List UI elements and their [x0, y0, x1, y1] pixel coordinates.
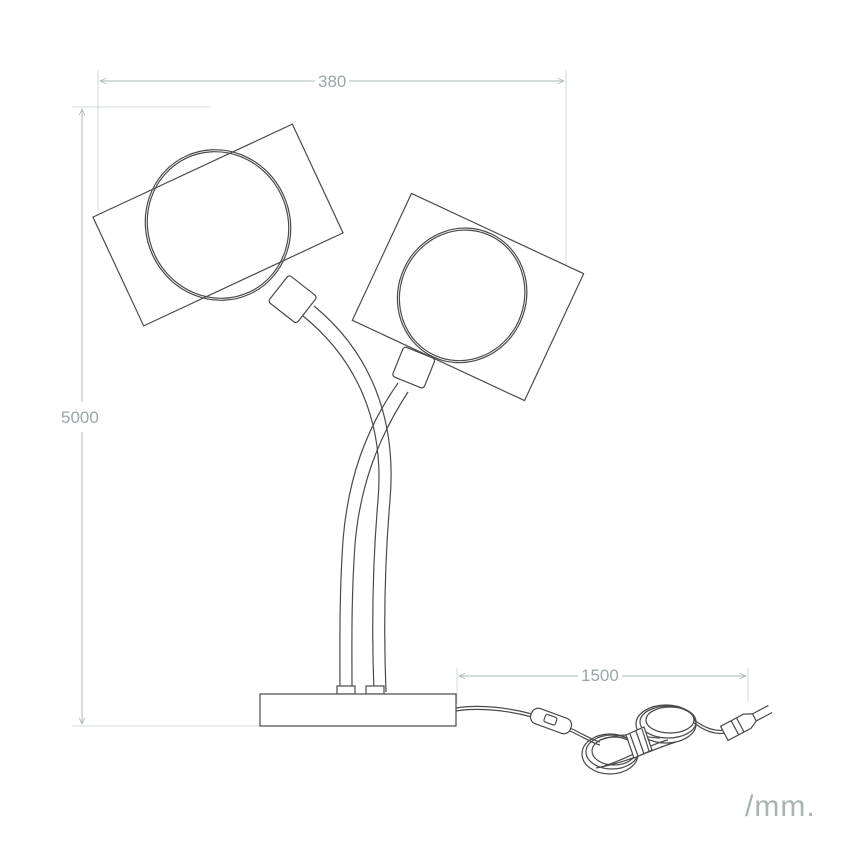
coiled-cable	[581, 704, 727, 775]
unit-label: /mm.	[745, 790, 816, 823]
cable-dimension-label: 1500	[578, 666, 622, 686]
left-socket	[268, 275, 317, 324]
left-lamp-shade	[92, 123, 344, 327]
power-plug	[719, 704, 773, 742]
width-dimension-label: 380	[315, 72, 350, 92]
right-lamp-shade	[351, 192, 585, 402]
power-cable	[455, 705, 601, 746]
cable-switch	[529, 707, 573, 735]
height-dimension-label: 5000	[61, 408, 99, 427]
height-dimension-line	[72, 106, 262, 727]
lamp-base	[259, 693, 457, 727]
right-socket	[392, 346, 436, 389]
lamp-stems	[302, 305, 409, 695]
